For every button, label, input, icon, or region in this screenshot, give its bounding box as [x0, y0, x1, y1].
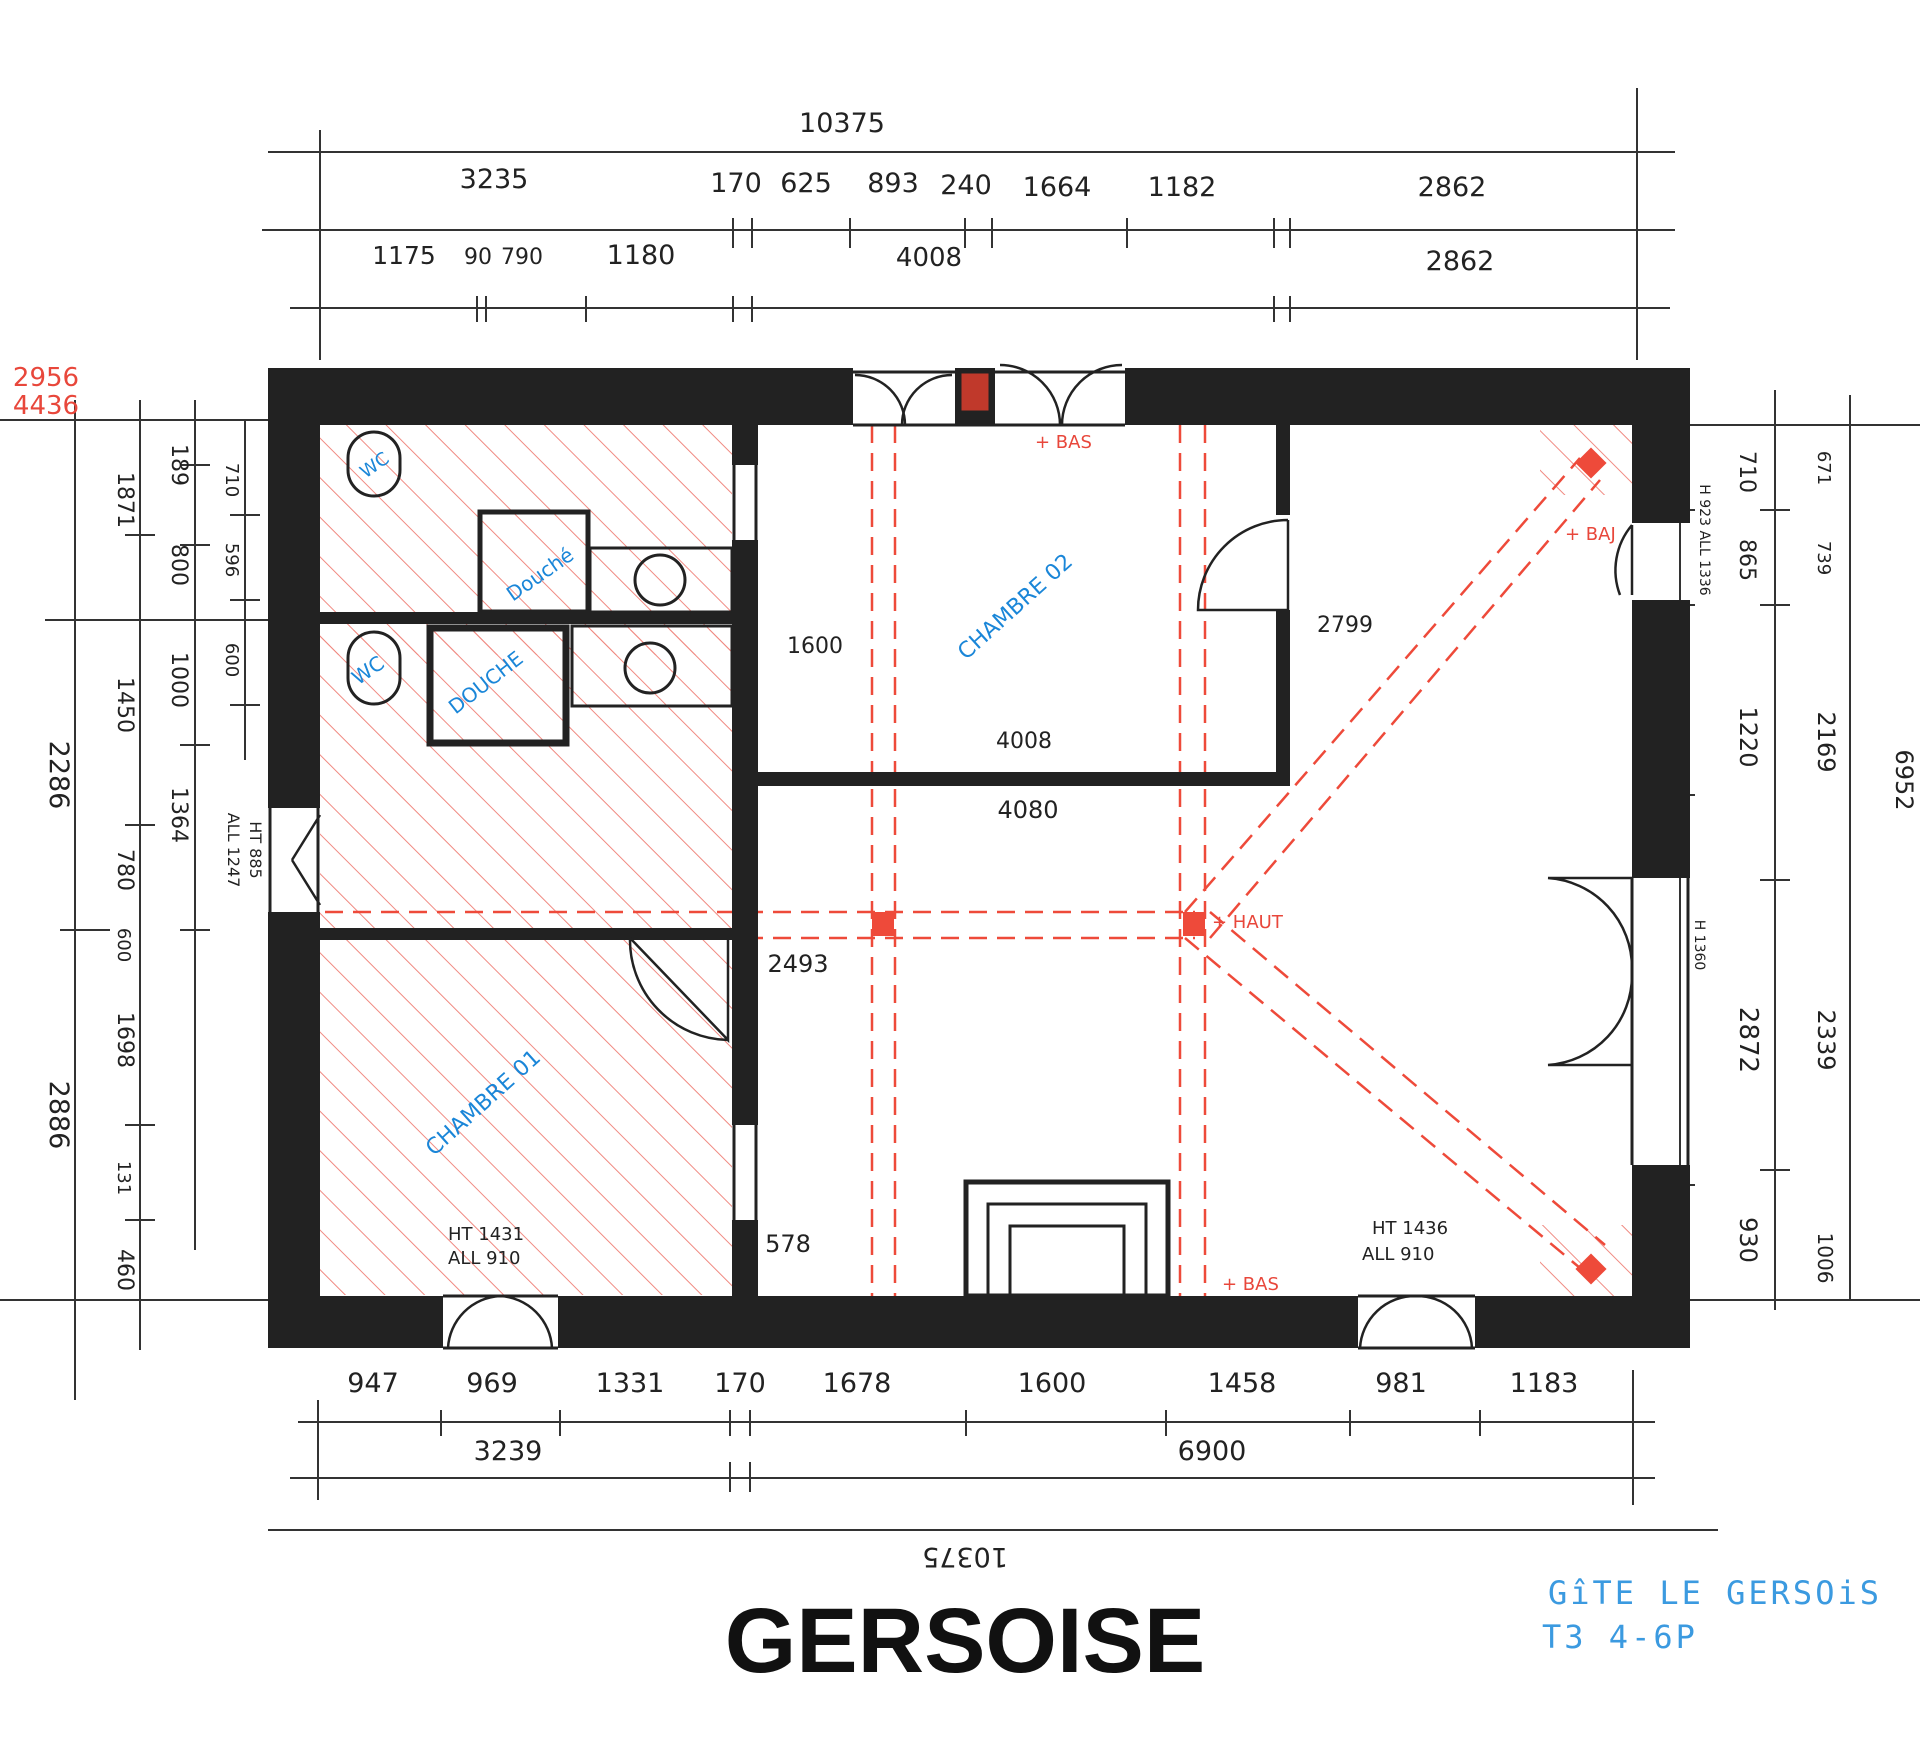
- dim-left-c2-2: 780: [112, 849, 137, 891]
- dim-int-4008: 4008: [996, 729, 1052, 754]
- footer: GERSOISE GîTE LE GERSOiS T3 4-6P: [725, 1574, 1882, 1692]
- ceiling-point-1: [872, 912, 894, 936]
- bottom-dimensions: 947 969 1331 170 1678 1600 1458 981 1183…: [268, 1368, 1718, 1572]
- dim-right-window-b: H 1360: [1691, 920, 1707, 971]
- dim-int-1600: 1600: [787, 634, 843, 659]
- dim-bot-r1-2: 1331: [596, 1368, 665, 1399]
- ceiling-point-3: [1575, 447, 1607, 479]
- dim-right-c1-4: 930: [1734, 1217, 1762, 1263]
- dim-red-b: 4436: [13, 391, 79, 421]
- plan-title: GERSOISE: [725, 1590, 1206, 1692]
- right-dimensions: 710 865 1220 2872 930 671 739 2169 2339 …: [1665, 390, 1920, 1310]
- dim-bot-r1-3: 170: [714, 1368, 766, 1399]
- dim-left-c3-5: 131: [113, 1161, 134, 1195]
- dim-top-r1-2: 625: [780, 168, 832, 199]
- dim-top-total: 10375: [799, 108, 885, 139]
- dim-right-window-a: H 923 ALL 1336: [1696, 484, 1712, 595]
- dim-bot-total: 10375: [922, 1541, 1008, 1572]
- dim-right-total: 6952: [1890, 749, 1918, 810]
- dim-left-c2-4: 460: [112, 1249, 137, 1291]
- dim-int-578: 578: [765, 1230, 811, 1258]
- dim-top-r2-5: 2862: [1426, 246, 1495, 277]
- marker-bas-right: + BAJ: [1565, 524, 1616, 545]
- window-left-ht: HT 1431: [448, 1224, 524, 1245]
- dim-top-r1-4: 240: [940, 170, 992, 201]
- dim-left-c2-1: 1450: [112, 677, 137, 733]
- dim-left-c3-2: 1000: [166, 652, 191, 708]
- room-label-chambre2: CHAMBRE 02: [953, 549, 1078, 665]
- dim-int-2799: 2799: [1317, 613, 1373, 638]
- dim-bot-r1-4: 1678: [823, 1368, 892, 1399]
- dim-bot-r1-0: 947: [347, 1368, 399, 1399]
- dim-left-window-b: ALL 1247: [224, 813, 243, 888]
- dim-int-2493: 2493: [767, 950, 828, 978]
- ceiling-point-2: [1183, 912, 1205, 936]
- dim-red-a: 2956: [13, 363, 79, 393]
- dim-top-r1-5: 1664: [1023, 172, 1092, 203]
- walls: [268, 368, 1690, 1350]
- dim-left-c4-1: 596: [221, 543, 242, 577]
- dim-bot-r1-6: 1458: [1208, 1368, 1277, 1399]
- window-left-all: ALL 910: [448, 1248, 520, 1269]
- dim-left-c3-0: 189: [166, 444, 191, 486]
- dim-top-r1-7: 2862: [1418, 172, 1487, 203]
- dim-top-r1-6: 1182: [1148, 172, 1217, 203]
- window-right-ht: HT 1436: [1372, 1218, 1448, 1239]
- dim-right-c1-3: 2872: [1733, 1007, 1763, 1073]
- dim-left-c4-2: 600: [221, 643, 242, 677]
- dim-top-r2-3: 1180: [607, 240, 676, 271]
- dim-right-c2-0: 671: [1813, 451, 1834, 485]
- dim-left-c2-0: 1871: [112, 472, 137, 528]
- gite-line-1: GîTE LE GERSOiS: [1548, 1574, 1882, 1612]
- dim-bot-r1-1: 969: [466, 1368, 518, 1399]
- gite-line-2: T3 4-6P: [1542, 1618, 1698, 1656]
- left-dimensions: 2956 4436 2286 2886 1871 1450 780 1698 4…: [0, 363, 270, 1400]
- dim-int-4080: 4080: [997, 796, 1058, 824]
- doors: [290, 363, 1634, 1349]
- dim-top-r1-1: 170: [710, 168, 762, 199]
- dim-top-r2-2: 790: [501, 245, 543, 270]
- marker-haut: + HAUT: [1212, 912, 1284, 933]
- dim-bot-r1-7: 981: [1375, 1368, 1427, 1399]
- dim-left-c1-1: 2886: [43, 1081, 74, 1150]
- dim-left-window-a: HT 885: [246, 821, 265, 878]
- dim-top-r2-0: 1175: [372, 241, 436, 270]
- dim-top-r1-3: 893: [867, 168, 919, 199]
- window-right-all: ALL 910: [1362, 1244, 1434, 1265]
- marker-bas-bottom: + BAS: [1222, 1274, 1279, 1295]
- hatched-zone: [320, 425, 1635, 1297]
- dim-top-r1-0: 3235: [460, 164, 529, 195]
- dim-left-c4-0: 710: [221, 463, 242, 497]
- dim-bot-r2-1: 6900: [1178, 1436, 1247, 1467]
- dim-top-r2-1: 90: [464, 245, 492, 270]
- dim-right-c2-4: 1006: [1813, 1233, 1837, 1284]
- dim-right-c2-3: 2339: [1812, 1009, 1840, 1070]
- dim-bot-r1-5: 1600: [1018, 1368, 1087, 1399]
- dim-right-c1-0: 710: [1734, 451, 1759, 493]
- ceiling-point-4: [1575, 1253, 1607, 1285]
- dim-bot-r1-8: 1183: [1510, 1368, 1579, 1399]
- dim-bot-r2-0: 3239: [474, 1436, 543, 1467]
- dim-right-c2-1: 739: [1813, 541, 1834, 575]
- dim-left-c3-3: 1364: [166, 787, 191, 843]
- dim-top-r2-4: 4008: [896, 243, 962, 273]
- dim-left-c3-4: 600: [113, 928, 134, 962]
- dim-left-c2-3: 1698: [112, 1012, 137, 1068]
- marker-bas-top: + BAS: [1035, 432, 1092, 453]
- dim-right-c1-1: 865: [1734, 539, 1759, 581]
- dim-left-c1-0: 2286: [43, 741, 74, 810]
- dim-left-c3-1: 800: [166, 544, 191, 586]
- dim-right-c1-2: 1220: [1734, 706, 1762, 767]
- dim-right-c2-2: 2169: [1812, 711, 1840, 772]
- top-dimensions: 10375 3235 170 625 893 240 1664 1182 286…: [262, 88, 1675, 360]
- ceiling-lines: [325, 425, 1607, 1296]
